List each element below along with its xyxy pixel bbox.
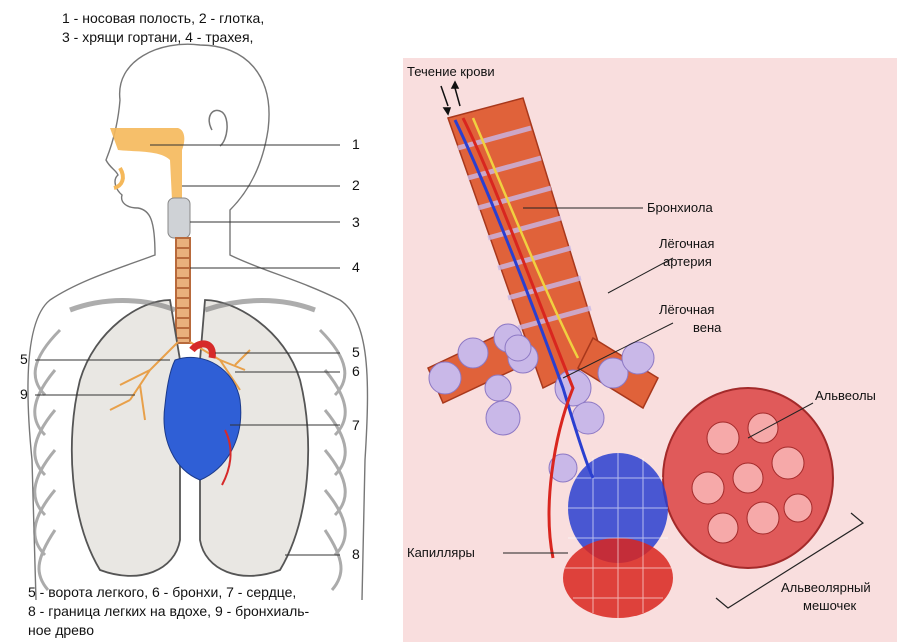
bronchiole-alveoli-illustration (403, 58, 897, 642)
label-blood-flow: Течение крови (407, 64, 495, 79)
label-vein-line-2: вена (693, 320, 721, 335)
trachea (176, 238, 190, 343)
clavicles (70, 301, 315, 310)
label-vein-line-1: Лёгочная (659, 302, 714, 317)
alveoli-figure: Течение крови Бронхиола Лёгочная артерия… (403, 58, 897, 642)
label-number-5-right: 5 (352, 344, 360, 360)
label-capillaries: Капилляры (407, 545, 475, 560)
larynx (168, 198, 190, 238)
nasal-cavity-shape (110, 128, 184, 200)
label-number-8: 8 (352, 546, 360, 562)
label-artery-line-2: артерия (663, 254, 712, 269)
label-number-7: 7 (352, 417, 360, 433)
respiratory-system-figure: 1 - носовая полость, 2 - глотка, 3 - хря… (0, 0, 400, 642)
caption-bottom-line-2: 8 - граница легких на вдохе, 9 - бронхиа… (28, 603, 309, 620)
label-sac-line-2: мешочек (803, 598, 856, 613)
ear (209, 110, 227, 146)
label-number-6: 6 (352, 363, 360, 379)
caption-bottom-line-3: ное древо (28, 622, 94, 639)
label-number-5-left: 5 (20, 351, 28, 367)
label-number-3: 3 (352, 214, 360, 230)
caption-bottom-line-1: 5 - ворота легкого, 6 - бронхи, 7 - серд… (28, 584, 296, 601)
left-lung (72, 300, 180, 576)
label-sac-line-1: Альвеолярный (781, 580, 871, 595)
label-bronchiole: Бронхиола (647, 200, 713, 215)
label-alveoli: Альвеолы (815, 388, 876, 403)
blood-flow-arrows (441, 82, 460, 114)
label-number-9: 9 (20, 386, 28, 402)
label-artery-line-1: Лёгочная (659, 236, 714, 251)
label-number-1: 1 (352, 136, 360, 152)
respiratory-system-illustration (0, 0, 400, 642)
label-number-4: 4 (352, 259, 360, 275)
label-number-2: 2 (352, 177, 360, 193)
